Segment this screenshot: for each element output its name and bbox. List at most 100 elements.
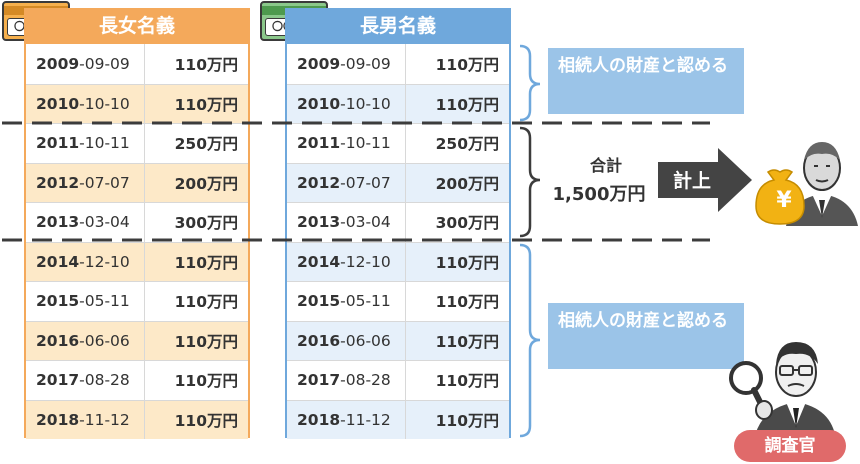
row-date: 2012-07-07: [26, 174, 144, 192]
row-date-year: 2010: [297, 94, 341, 113]
row-date: 2011-10-11: [287, 134, 405, 152]
row-date-month-day: -05-11: [340, 292, 391, 311]
row-date: 2015-05-11: [287, 292, 405, 310]
row-date: 2018-11-12: [26, 411, 144, 429]
row-date-month-day: -10-11: [340, 134, 391, 153]
row-column-separator: [144, 361, 145, 400]
row-amount: 250万円: [435, 135, 499, 154]
row-date-month-day: -10-10: [340, 94, 391, 113]
row-date: 2011-10-11: [26, 134, 144, 152]
row-amount: 200万円: [435, 174, 499, 193]
row-amount: 110万円: [435, 55, 499, 74]
callout-top: 相続人の財産と認める: [548, 48, 744, 114]
row-date-year: 2012: [297, 173, 341, 192]
row-date-month-day: -05-11: [79, 292, 130, 311]
row-amount: 110万円: [174, 55, 238, 74]
row-date-month-day: -12-10: [79, 252, 130, 271]
table-row: 2011-10-11 250万円: [26, 123, 248, 163]
row-column-separator: [144, 84, 145, 123]
row-column-separator: [144, 124, 145, 163]
row-date: 2015-05-11: [26, 292, 144, 310]
row-date-year: 2015: [36, 292, 80, 311]
row-column-separator: [405, 282, 406, 321]
row-date: 2010-10-10: [287, 95, 405, 113]
tax-inspector-badge: 調査官: [734, 430, 846, 462]
row-date: 2018-11-12: [287, 411, 405, 429]
table-header: 長女名義: [24, 8, 250, 44]
row-date-month-day: -07-07: [79, 173, 130, 192]
row-date-year: 2017: [297, 371, 341, 390]
total-label: 合計: [589, 156, 622, 175]
row-date-month-day: -09-09: [79, 54, 130, 73]
row-amount: 110万円: [435, 253, 499, 272]
row-column-separator: [144, 44, 145, 84]
row-amount: 250万円: [174, 135, 238, 154]
row-date-year: 2016: [36, 331, 80, 350]
brace-top: [519, 44, 541, 122]
row-date-month-day: -08-28: [340, 371, 391, 390]
table-row: 2010-10-10 110万円: [287, 83, 509, 123]
row-date-year: 2014: [36, 252, 80, 271]
row-amount: 110万円: [174, 411, 238, 430]
row-date: 2013-03-04: [26, 213, 144, 231]
row-date-year: 2015: [297, 292, 341, 311]
row-date-month-day: -12-10: [340, 252, 391, 271]
magnifier-icon: [729, 361, 763, 395]
row-date-month-day: -03-04: [79, 213, 130, 232]
row-column-separator: [144, 282, 145, 321]
row-date: 2012-07-07: [287, 174, 405, 192]
row-column-separator: [144, 242, 145, 281]
table-row: 2015-05-11 110万円: [287, 281, 509, 321]
brace-middle: [519, 126, 541, 238]
row-date-year: 2012: [36, 173, 80, 192]
row-amount: 110万円: [174, 293, 238, 312]
row-column-separator: [405, 242, 406, 281]
row-amount: 110万円: [435, 332, 499, 351]
callout-bottom: 相続人の財産と認める: [548, 303, 744, 369]
table-row: 2011-10-11 250万円: [287, 123, 509, 163]
row-date-month-day: -10-11: [79, 134, 130, 153]
row-date-month-day: -11-12: [340, 410, 391, 429]
table-row: 2014-12-10 110万円: [287, 241, 509, 281]
row-column-separator: [405, 44, 406, 84]
row-date: 2014-12-10: [287, 253, 405, 271]
row-date-year: 2013: [36, 213, 80, 232]
row-column-separator: [405, 203, 406, 242]
row-date-year: 2009: [297, 54, 341, 73]
total-value: 1,500万円: [552, 184, 646, 205]
row-amount: 110万円: [435, 293, 499, 312]
right-arrow-icon: [658, 148, 752, 212]
row-date-month-day: -06-06: [340, 331, 391, 350]
row-date: 2016-06-06: [287, 332, 405, 350]
table-row: 2016-06-06 110万円: [287, 320, 509, 360]
row-date-year: 2018: [36, 410, 80, 429]
row-column-separator: [144, 400, 145, 439]
row-date-month-day: -10-10: [79, 94, 130, 113]
row-date-year: 2011: [297, 134, 341, 153]
row-column-separator: [144, 203, 145, 242]
tax-inspector-icon: [729, 342, 836, 440]
row-date: 2010-10-10: [26, 95, 144, 113]
row-amount: 300万円: [435, 214, 499, 233]
row-date-month-day: -03-04: [340, 213, 391, 232]
row-date-year: 2013: [297, 213, 341, 232]
row-date-year: 2016: [297, 331, 341, 350]
row-date: 2016-06-06: [26, 332, 144, 350]
brace-bottom: [519, 243, 541, 438]
callout-top-text: 相続人の財産と認める: [558, 56, 728, 76]
row-column-separator: [405, 400, 406, 439]
table-row: 2015-05-11 110万円: [26, 281, 248, 321]
row-amount: 110万円: [174, 332, 238, 351]
row-amount: 110万円: [435, 95, 499, 114]
